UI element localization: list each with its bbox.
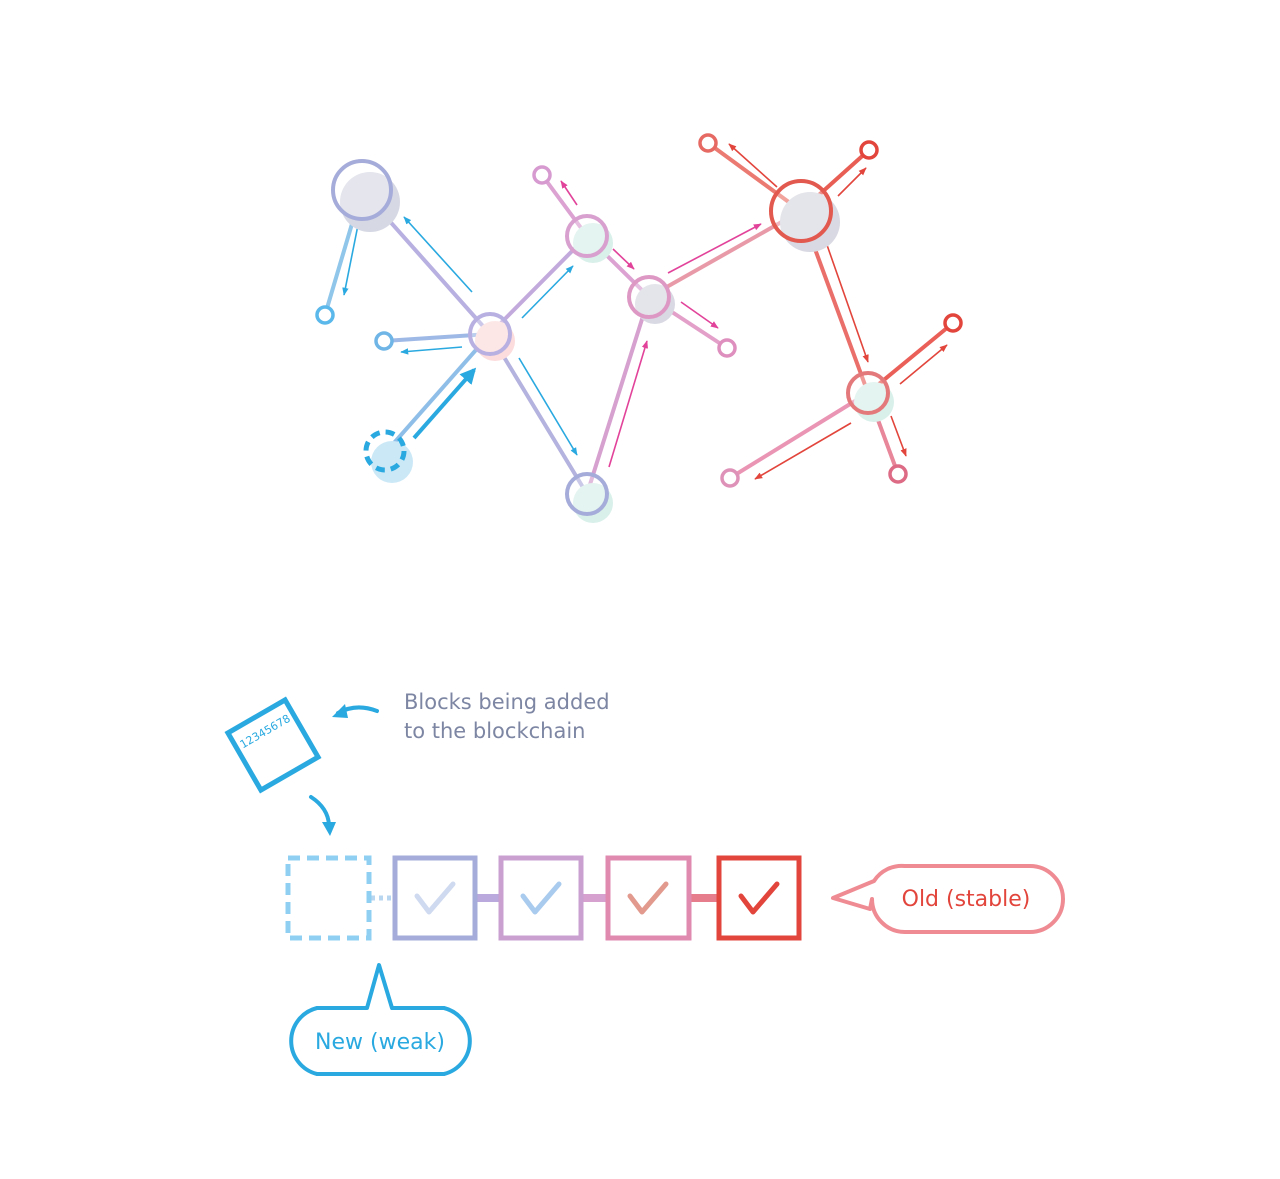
node — [565, 214, 613, 263]
caption-line-1: Blocks being added — [404, 690, 610, 714]
flow-arrow — [560, 180, 578, 206]
flow-arrow — [899, 344, 948, 385]
node — [627, 275, 675, 324]
flow-arrow — [837, 167, 867, 197]
edge — [488, 332, 589, 496]
leaf-nodes — [315, 133, 963, 488]
flow-arrow — [728, 143, 778, 188]
flow-arrows — [342, 143, 948, 480]
node — [468, 312, 515, 361]
leaf-node — [315, 305, 335, 325]
incoming-block: 12345678 — [224, 696, 322, 794]
checkmark-icon — [520, 881, 562, 915]
flow-arrow — [826, 244, 869, 363]
flow-arrow — [754, 422, 852, 480]
chain-block-new — [285, 855, 372, 941]
network-graph — [315, 133, 963, 523]
checkmark-icon — [627, 881, 669, 915]
checkmark-icon — [414, 881, 456, 915]
leaf-node — [943, 313, 963, 333]
edge — [384, 332, 492, 454]
caption-line-2: to the blockchain — [404, 719, 585, 743]
network-edges — [323, 141, 955, 496]
edge — [728, 391, 870, 480]
flow-arrow — [518, 357, 578, 456]
leaf-node — [698, 133, 718, 153]
arrowhead — [332, 704, 348, 718]
edge — [540, 173, 589, 238]
chain-block — [498, 855, 584, 941]
leaf-node — [374, 331, 394, 351]
chain-block — [716, 855, 802, 941]
leaf-node — [717, 338, 737, 358]
flow-arrow — [403, 216, 473, 293]
edge — [585, 295, 651, 496]
curved-arrow-to-chain — [309, 795, 331, 827]
callout-old-label: Old (stable) — [902, 887, 1031, 912]
arrowhead — [322, 822, 336, 836]
flow-arrow-new-block — [412, 367, 477, 440]
callout-new: New (weak) — [289, 963, 472, 1076]
node — [846, 371, 894, 422]
blockchain-section: 12345678 Blocks being added to the block… — [224, 690, 1065, 1076]
flow-arrow — [890, 415, 907, 457]
leaf-node — [532, 165, 552, 185]
callout-old: Old (stable) — [831, 863, 1065, 934]
flow-arrow — [680, 301, 719, 329]
checkmark-icon — [738, 881, 780, 915]
edge — [382, 332, 492, 343]
node — [565, 472, 613, 523]
flow-arrow — [400, 346, 463, 355]
chain-block — [392, 855, 478, 941]
leaf-node — [720, 468, 740, 488]
edge — [488, 234, 589, 336]
flow-arrow — [608, 340, 648, 468]
leaf-node — [859, 140, 879, 160]
chain-block — [605, 855, 692, 941]
node — [331, 159, 400, 232]
main-nodes — [331, 159, 894, 523]
flow-arrow — [521, 265, 574, 319]
node — [769, 179, 840, 252]
flow-arrow — [612, 248, 635, 270]
new-node — [363, 429, 413, 483]
leaf-node — [888, 464, 908, 484]
flow-arrow — [667, 223, 762, 274]
edge — [706, 141, 803, 213]
callout-new-label: New (weak) — [315, 1030, 445, 1055]
